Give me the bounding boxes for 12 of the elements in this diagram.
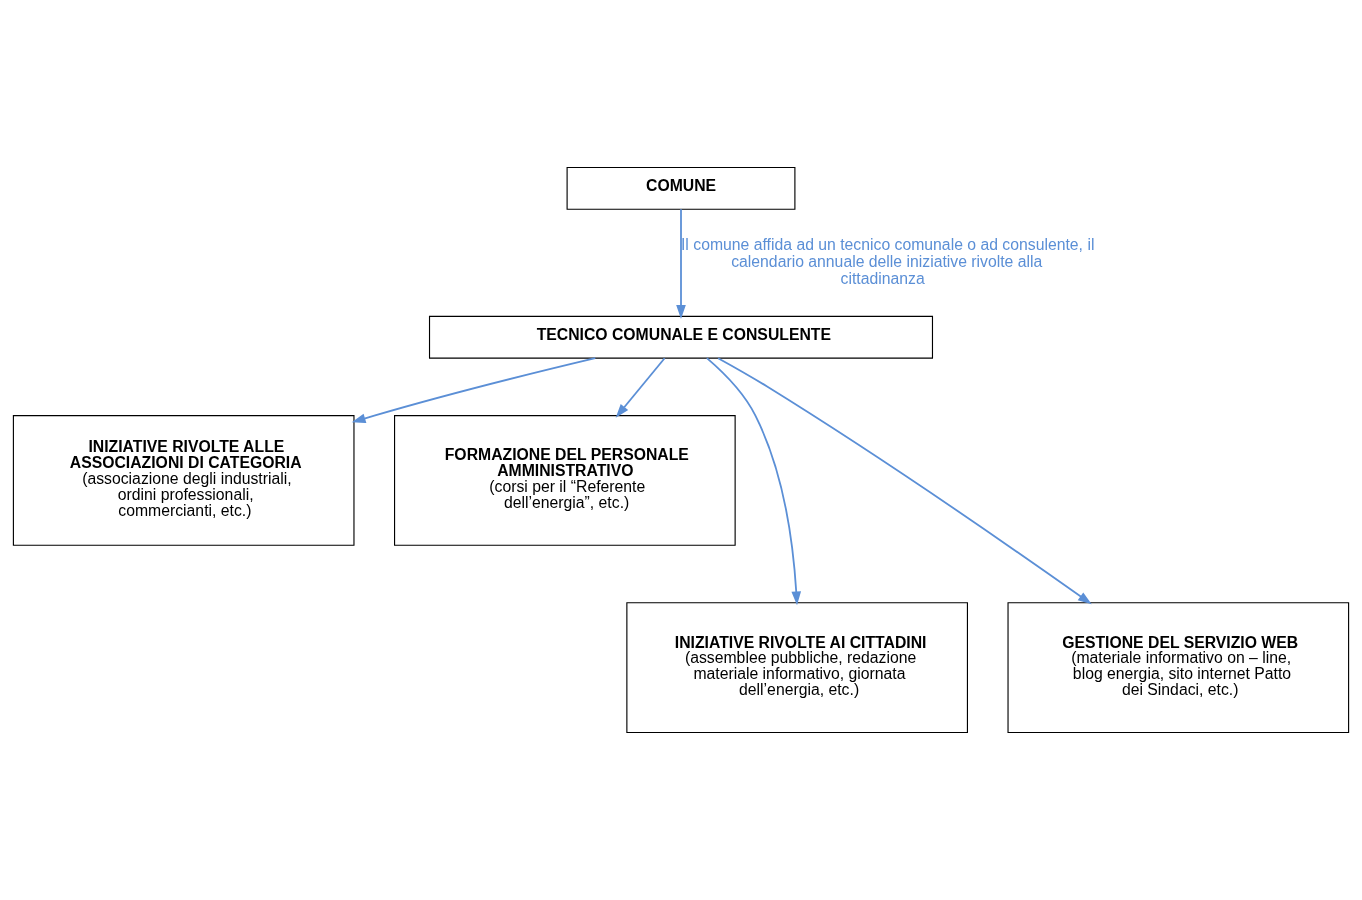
node-box: INIZIATIVE RIVOLTE AI CITTADINI (assemblee pubbliche, redazione materiale informativo, giornata dell’energia, etc.) [626, 602, 968, 734]
arrow [676, 208, 686, 319]
node-box: FORMAZIONE DEL PERSONALE AMMINISTRATIVO (corsi per il “Referente dell’energia”, etc.) [394, 415, 736, 546]
node-box: TECNICO COMUNALE E CONSULENTE [428, 315, 934, 359]
edge-label: Il comune affida ad un tecnico comunale o ad consulente, il calendario annuale delle iniziative rivolte alla cittadinanza [681, 236, 1095, 287]
node-box: GESTIONE DEL SERVIZIO WEB (materiale informativo on – line, blog energia, sito internet Patto dei Sindaci, etc.) [1007, 602, 1350, 734]
node-box: INIZIATIVE RIVOLTE ALLE ASSOCIAZIONI DI CATEGORIA (associazione degli industriali, ordini professionali, commercianti, etc.) [12, 415, 355, 546]
arrow [615, 357, 666, 418]
node-box: COMUNE [566, 166, 796, 210]
arrow [351, 357, 597, 423]
arrow [705, 357, 802, 606]
arrow [717, 357, 1092, 605]
